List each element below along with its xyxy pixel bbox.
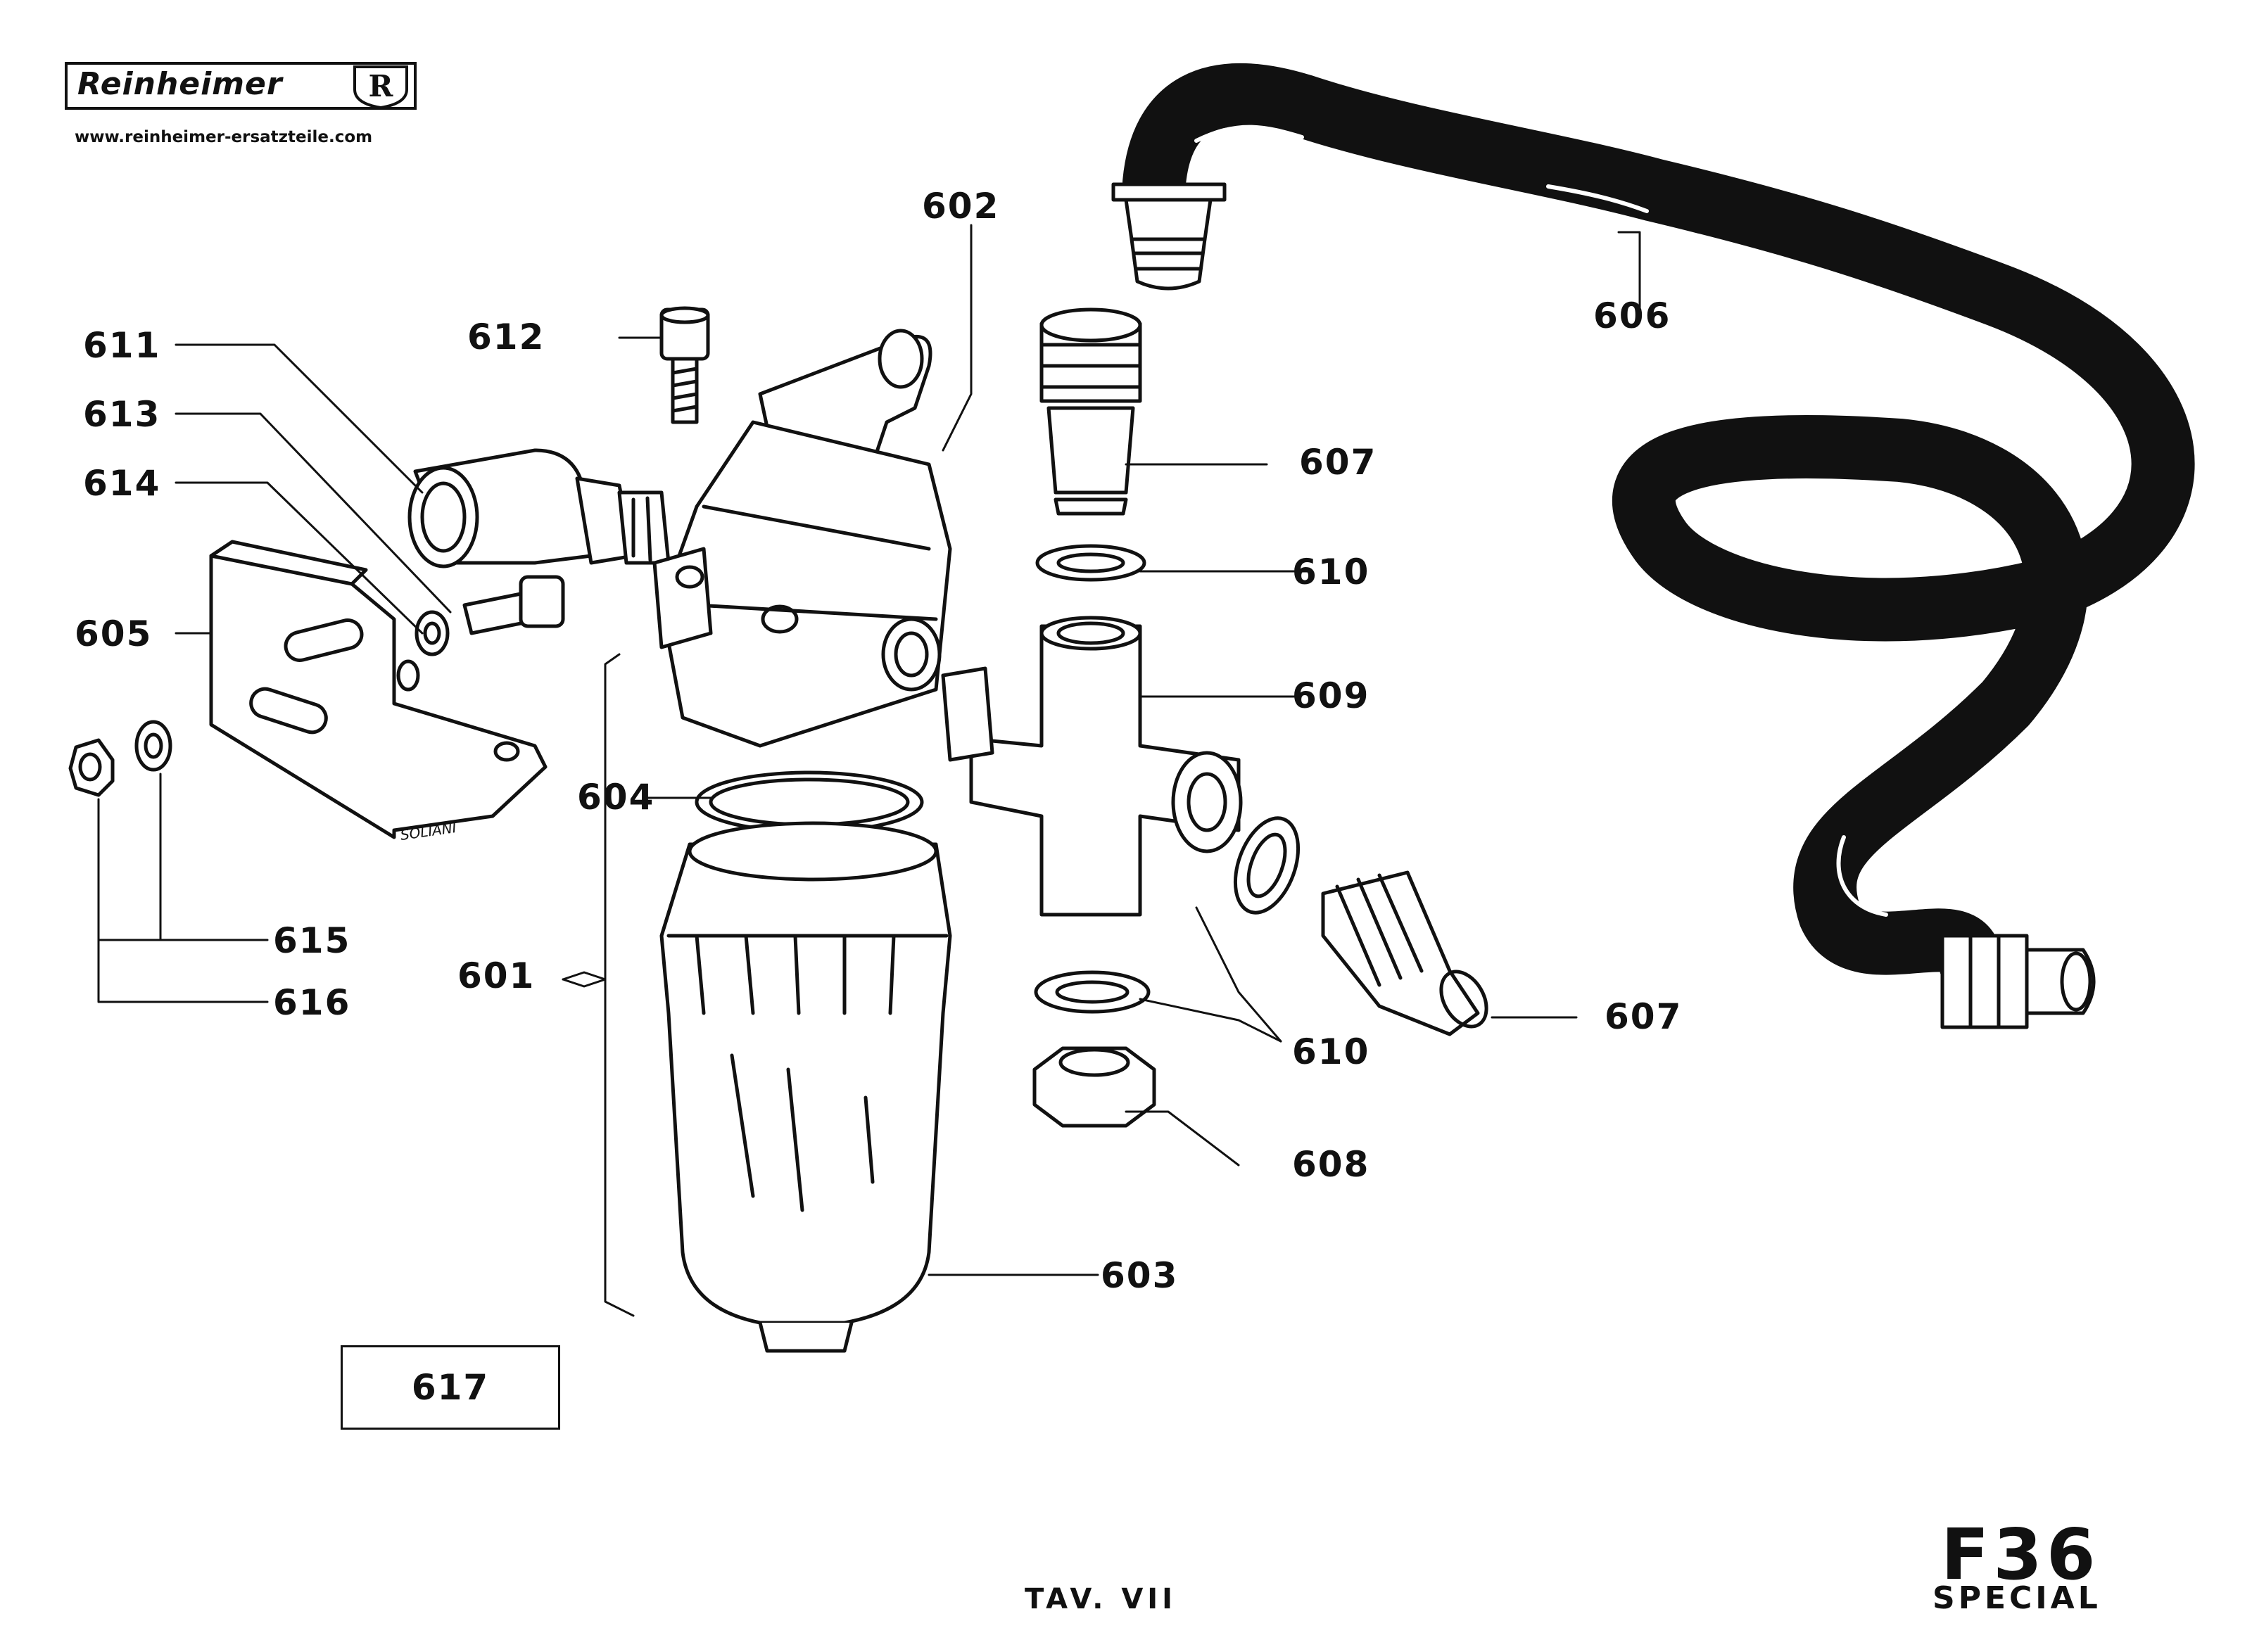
washer-614	[415, 610, 450, 656]
part-label-602: 602	[922, 186, 1000, 227]
part-label-612: 612	[467, 317, 545, 357]
bolt-612	[659, 306, 710, 424]
part-label-611: 611	[83, 325, 161, 366]
brand-name: Reinheimer	[77, 66, 283, 102]
elbow-611	[407, 448, 671, 568]
part-label-616: 616	[273, 982, 351, 1023]
part-label-610-lower: 610	[1292, 1031, 1370, 1072]
part-label-603: 603	[1101, 1255, 1179, 1296]
coupling-607-top	[1039, 307, 1142, 516]
brand-url: www.reinheimer-ersatzteile.com	[75, 128, 373, 146]
hose-606	[1111, 63, 2195, 1029]
washer-610-lower	[1034, 970, 1151, 1014]
washer-615	[134, 720, 172, 772]
part-label-607-side: 607	[1605, 996, 1683, 1037]
part-label-609: 609	[1292, 675, 1370, 716]
part-label-601: 601	[457, 955, 536, 996]
plate-number: TAV. VII	[1025, 1583, 1177, 1615]
nut-608	[1032, 1046, 1156, 1128]
part-label-610-top: 610	[1292, 552, 1370, 592]
leader-lines	[97, 224, 1641, 1317]
part-label-606: 606	[1593, 296, 1671, 336]
svg-text:R: R	[369, 69, 394, 103]
bracket-605	[209, 540, 548, 839]
part-box-617: 617	[341, 1345, 560, 1430]
washer-610-top	[1035, 544, 1146, 582]
filter-head-602	[652, 329, 952, 748]
model-name: F36	[1941, 1513, 2100, 1596]
part-label-613: 613	[83, 394, 161, 435]
model-variant: SPECIAL	[1932, 1580, 2101, 1616]
part-label-607-top: 607	[1299, 442, 1377, 483]
coupling-607-side	[1321, 870, 1488, 1036]
washer-610-side	[1233, 816, 1301, 915]
filter-bowl-603	[659, 821, 952, 1353]
part-label-608: 608	[1292, 1144, 1370, 1185]
bolt-613	[462, 575, 565, 635]
part-label-617: 617	[411, 1367, 490, 1408]
nut-616	[68, 738, 115, 797]
part-label-615: 615	[273, 920, 351, 961]
part-label-604: 604	[577, 777, 655, 818]
brand-logo: Reinheimer R	[65, 62, 417, 110]
tee-fitting-609	[941, 616, 1243, 917]
part-label-605: 605	[75, 614, 153, 654]
part-label-614: 614	[83, 463, 161, 504]
brand-crest-icon: R	[353, 65, 408, 109]
